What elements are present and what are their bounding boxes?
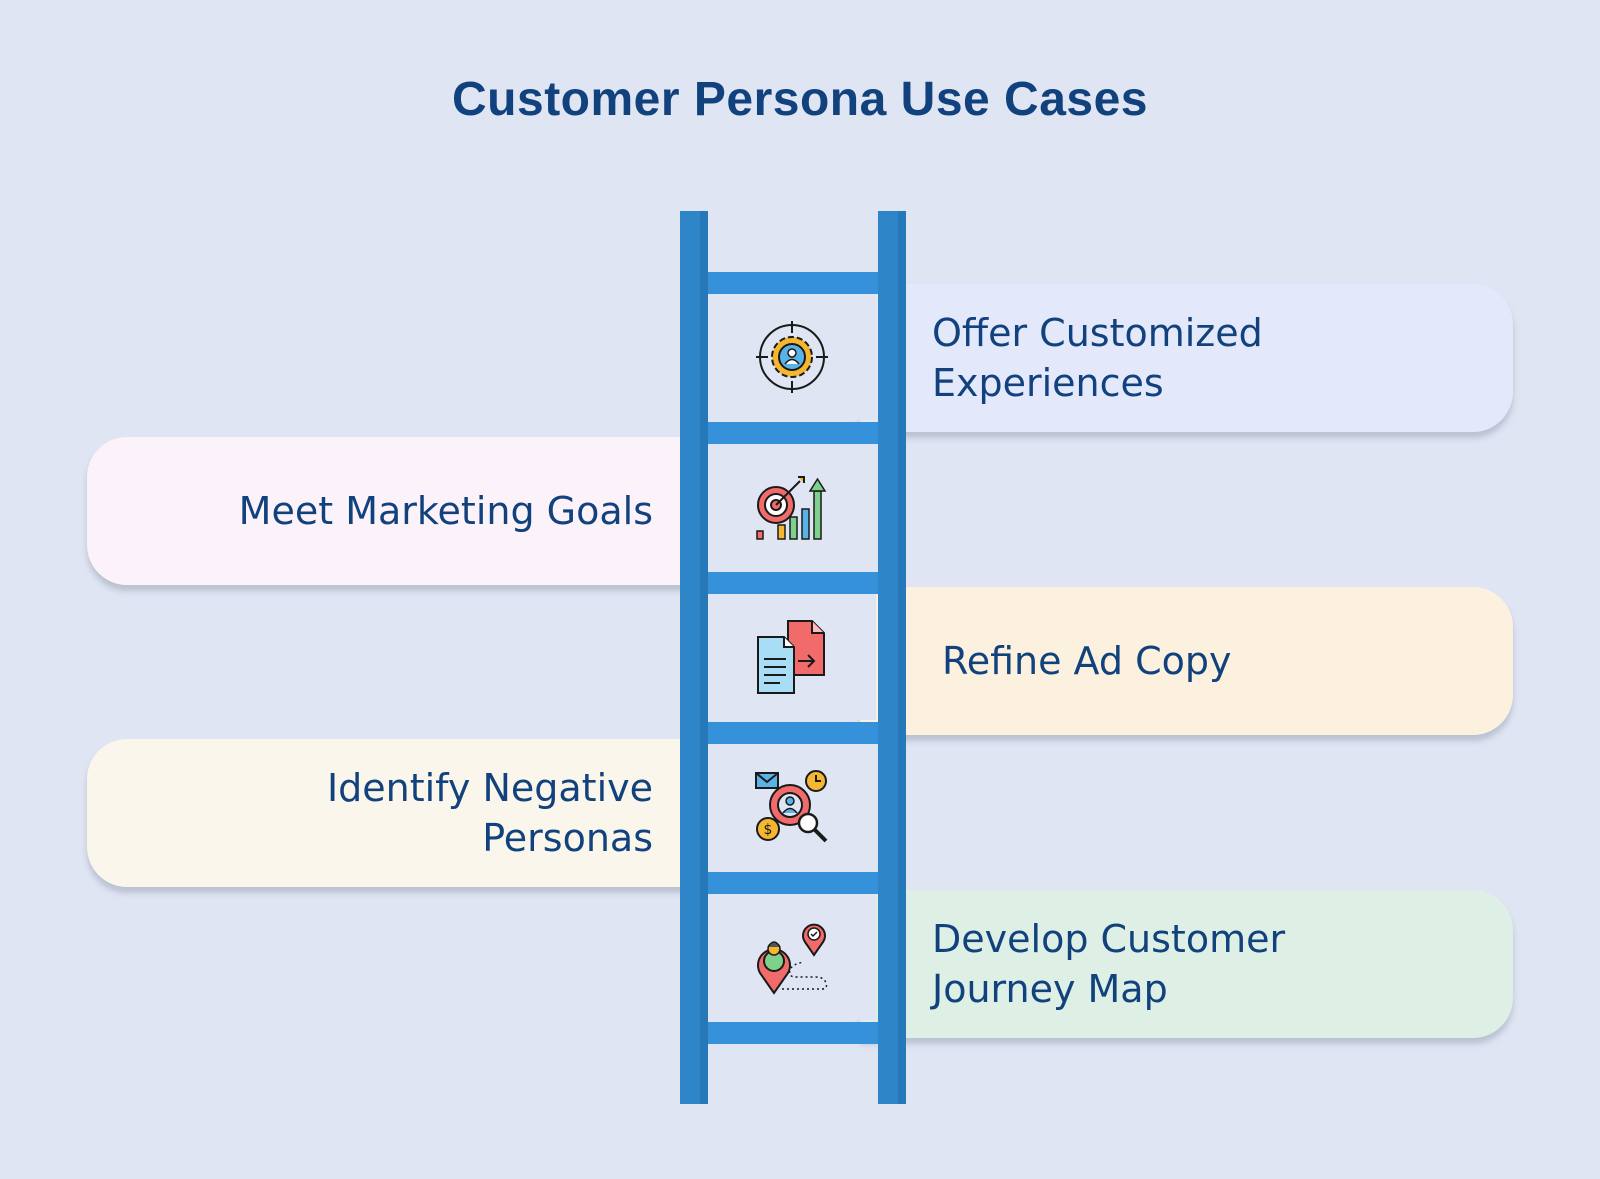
use-case-card-ad-copy: Refine Ad Copy xyxy=(860,587,1513,735)
ladder-rung xyxy=(696,572,878,594)
ladder-rail-left xyxy=(680,211,708,1104)
journey-map-icon xyxy=(757,923,828,995)
use-case-card-marketing-goals: Meet Marketing Goals xyxy=(87,437,693,585)
ladder-cell xyxy=(708,594,876,720)
page-title: Customer Persona Use Cases xyxy=(452,73,1148,126)
target-gear-user-icon xyxy=(756,321,828,393)
use-case-label: Develop Customer Journey Map xyxy=(932,917,1286,1011)
ladder-rung xyxy=(696,722,878,744)
ladder-cell xyxy=(708,894,876,1020)
ladder-rung xyxy=(696,422,878,444)
use-case-label: Meet Marketing Goals xyxy=(238,489,653,533)
use-case-card-negative-personas: Identify Negative Personas xyxy=(87,739,693,887)
use-case-label: Refine Ad Copy xyxy=(942,639,1232,683)
use-case-card-customized-experiences: Offer Customized Experiences xyxy=(860,284,1513,432)
use-case-card-journey-map: Develop Customer Journey Map xyxy=(860,890,1513,1038)
target-growth-chart-icon xyxy=(756,476,827,540)
svg-text:$: $ xyxy=(764,822,773,838)
ladder-rung xyxy=(696,1022,878,1044)
use-case-label: Offer Customized Experiences xyxy=(932,311,1263,405)
ladder-rung xyxy=(696,872,878,894)
ladder-cell xyxy=(708,444,876,570)
ladder-rail-right xyxy=(878,211,906,1104)
persona-search-icon: $ xyxy=(755,770,828,843)
use-case-label: Identify Negative Personas xyxy=(326,766,653,860)
ladder-rung xyxy=(696,272,878,294)
ladder-cell xyxy=(708,294,876,420)
documents-transfer-icon xyxy=(757,620,825,694)
ladder-cell: $ xyxy=(708,744,876,870)
